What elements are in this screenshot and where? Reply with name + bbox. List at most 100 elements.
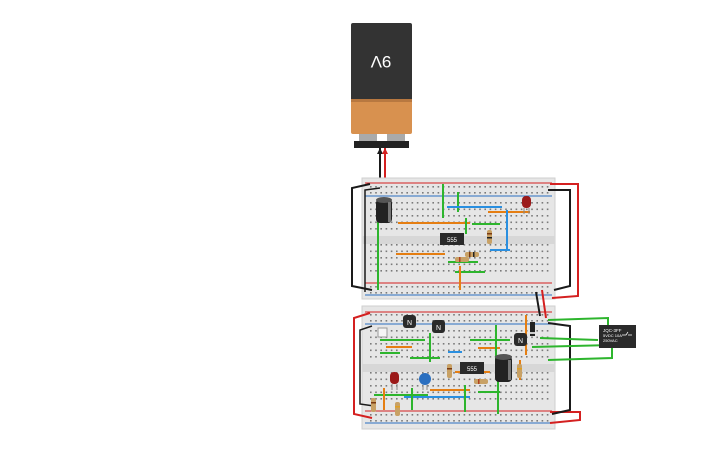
breadboard-hole[interactable] (520, 292, 523, 294)
breadboard-hole[interactable] (396, 257, 398, 259)
breadboard-hole[interactable] (396, 202, 398, 204)
breadboard-hole[interactable] (468, 385, 471, 387)
breadboard-hole[interactable] (427, 286, 429, 288)
breadboard-hole[interactable] (458, 263, 460, 266)
breadboard-hole[interactable] (463, 292, 466, 294)
breadboard-hole[interactable] (479, 202, 481, 204)
breadboard-hole[interactable] (411, 356, 414, 358)
breadboard-hole[interactable] (500, 192, 502, 194)
breadboard-hole[interactable] (536, 336, 538, 339)
breadboard-hole[interactable] (505, 292, 507, 294)
breadboard-hole[interactable] (416, 414, 419, 416)
breadboard-hole[interactable] (463, 420, 466, 422)
breadboard-hole[interactable] (375, 314, 377, 316)
breadboard-hole[interactable] (515, 257, 518, 259)
breadboard-hole[interactable] (453, 356, 455, 358)
breadboard-hole[interactable] (479, 270, 481, 272)
breadboard-hole[interactable] (390, 286, 393, 288)
breadboard-hole[interactable] (448, 257, 450, 259)
breadboard-hole[interactable] (370, 378, 372, 381)
breadboard-hole[interactable] (375, 343, 377, 345)
breadboard-hole[interactable] (427, 270, 429, 272)
breadboard-hole[interactable] (422, 292, 424, 294)
breadboard-hole[interactable] (468, 215, 471, 217)
breadboard-hole[interactable] (520, 356, 523, 358)
breadboard-hole[interactable] (396, 356, 398, 358)
breadboard-hole[interactable] (484, 208, 486, 211)
breadboard-hole[interactable] (416, 215, 419, 217)
breadboard-hole[interactable] (422, 228, 424, 230)
breadboard-hole[interactable] (370, 314, 372, 316)
breadboard-hole[interactable] (546, 343, 549, 345)
breadboard-hole[interactable] (515, 270, 518, 272)
breadboard-hole[interactable] (474, 186, 476, 188)
breadboard-hole[interactable] (494, 202, 497, 204)
breadboard-hole[interactable] (448, 385, 450, 387)
breadboard-hole[interactable] (370, 286, 372, 288)
wire-black-right-bottom[interactable] (547, 322, 571, 415)
breadboard-hole[interactable] (453, 391, 455, 394)
breadboard-hole[interactable] (448, 420, 450, 422)
breadboard-hole[interactable] (375, 263, 377, 266)
breadboard-hole[interactable] (474, 385, 476, 387)
breadboard-hole[interactable] (458, 391, 460, 394)
breadboard-hole[interactable] (427, 228, 429, 230)
wire-black-right-top[interactable] (548, 189, 571, 291)
breadboard-hole[interactable] (484, 330, 486, 332)
breadboard-hole[interactable] (411, 372, 414, 374)
breadboard-hole[interactable] (546, 391, 549, 394)
breadboard-hole[interactable] (500, 330, 502, 332)
breadboard-hole[interactable] (401, 250, 403, 253)
breadboard-hole[interactable] (442, 336, 445, 339)
breadboard-hole[interactable] (468, 414, 471, 416)
breadboard-hole[interactable] (396, 292, 398, 294)
breadboard-hole[interactable] (396, 314, 398, 316)
breadboard-hole[interactable] (380, 192, 382, 194)
breadboard-hole[interactable] (401, 215, 403, 217)
breadboard-hole[interactable] (489, 356, 492, 358)
breadboard-hole[interactable] (453, 336, 455, 339)
breadboard-hole[interactable] (432, 336, 434, 339)
breadboard-hole[interactable] (422, 414, 424, 416)
breadboard-hole[interactable] (370, 414, 372, 416)
breadboard-hole[interactable] (385, 372, 388, 374)
breadboard-hole[interactable] (531, 221, 533, 224)
wire-black-link[interactable] (535, 291, 541, 317)
breadboard-hole[interactable] (520, 215, 523, 217)
breadboard-hole[interactable] (453, 330, 455, 332)
breadboard-hole[interactable] (375, 420, 377, 422)
breadboard-hole[interactable] (484, 314, 486, 316)
breadboard-hole[interactable] (406, 314, 408, 316)
breadboard-hole[interactable] (520, 244, 523, 246)
breadboard-hole[interactable] (463, 349, 466, 352)
breadboard-hole[interactable] (520, 330, 523, 332)
breadboard-hole[interactable] (510, 257, 512, 259)
breadboard-hole[interactable] (474, 202, 476, 204)
breadboard-hole[interactable] (442, 250, 445, 253)
breadboard-hole[interactable] (458, 202, 460, 204)
breadboard-hole[interactable] (390, 228, 393, 230)
breadboard-hole[interactable] (474, 250, 476, 253)
breadboard-hole[interactable] (406, 378, 408, 381)
breadboard-hole[interactable] (432, 356, 434, 358)
breadboard-hole[interactable] (515, 391, 518, 394)
breadboard-hole[interactable] (396, 244, 398, 246)
breadboard-hole[interactable] (479, 257, 481, 259)
breadboard-hole[interactable] (411, 336, 414, 339)
breadboard-hole[interactable] (541, 257, 544, 259)
breadboard-hole[interactable] (422, 420, 424, 422)
breadboard-hole[interactable] (380, 286, 382, 288)
breadboard-hole[interactable] (401, 343, 403, 345)
breadboard-hole[interactable] (546, 372, 549, 374)
breadboard-hole[interactable] (494, 257, 497, 259)
breadboard-hole[interactable] (474, 292, 476, 294)
breadboard-hole[interactable] (531, 398, 533, 400)
breadboard-hole[interactable] (474, 221, 476, 224)
breadboard-hole[interactable] (536, 270, 538, 272)
breadboard-hole[interactable] (442, 385, 445, 387)
breadboard-hole[interactable] (448, 314, 450, 316)
breadboard-hole[interactable] (437, 215, 440, 217)
breadboard-hole[interactable] (416, 257, 419, 259)
breadboard-hole[interactable] (396, 420, 398, 422)
breadboard-hole[interactable] (505, 414, 507, 416)
